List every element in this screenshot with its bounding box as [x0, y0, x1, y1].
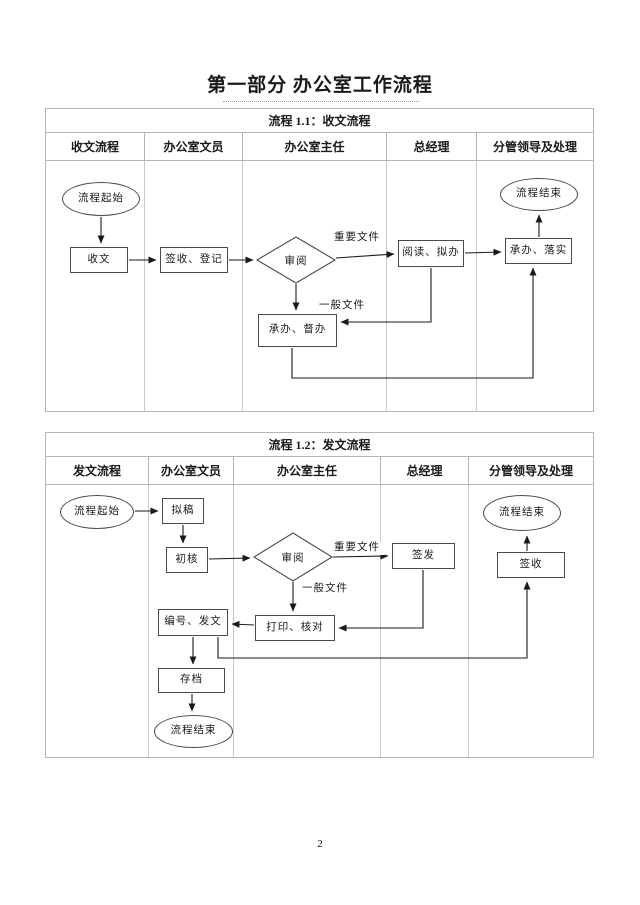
- lane-header-gm-2: 总经理: [381, 457, 469, 484]
- lane-1-col-1: [46, 161, 145, 411]
- lane-header-leader-2: 分管领导及处理: [488, 464, 573, 478]
- chart2-node-sign-receive: 签收: [497, 552, 565, 578]
- flowchart-1-lane-header: 收文流程 办公室文员 办公室主任 总经理 分管领导及处理: [46, 133, 593, 161]
- title-underline: [223, 101, 419, 102]
- lane-header-leader: 分管领导及处理: [492, 140, 577, 154]
- chart1-node-sign-register: 签收、登记: [160, 247, 228, 273]
- flowchart-2-lane-header: 发文流程 办公室文员 办公室主任 总经理 分管领导及处理: [46, 457, 593, 485]
- chart1-node-read-propose: 阅读、拟办: [398, 240, 464, 267]
- chart1-edge-label-general: 一般文件: [314, 300, 370, 313]
- lane-header-shouwen: 收文流程: [46, 133, 145, 160]
- chart2-node-archive: 存档: [158, 668, 225, 693]
- chart1-node-review-decision: 审阅: [284, 255, 308, 267]
- chart2-node-number-dispatch: 编号、发文: [158, 609, 228, 636]
- chart2-node-initial-check: 初核: [166, 547, 208, 573]
- chart2-node-issue: 签发: [392, 543, 455, 569]
- flowchart-2-title: 流程 1.2：发文流程: [46, 433, 593, 457]
- chart1-node-receive: 收文: [70, 247, 128, 273]
- lane-1-col-2: [145, 161, 243, 411]
- lane-header-gm: 总经理: [387, 133, 477, 160]
- page-title: 第一部分 办公室工作流程: [207, 75, 433, 96]
- chart2-node-print-proof: 打印、核对: [255, 615, 335, 641]
- lane-2-col-1: [46, 485, 149, 757]
- chart2-node-draft: 拟稿: [162, 498, 204, 524]
- lane-header-clerk-2: 办公室文员: [149, 457, 234, 484]
- lane-header-director-2: 办公室主任: [234, 457, 381, 484]
- flowchart-1-title: 流程 1.1：收文流程: [46, 109, 593, 133]
- lane-header-director: 办公室主任: [243, 133, 387, 160]
- chart2-node-end: 流程结束: [154, 715, 233, 748]
- chart2-node-end2: 流程结束: [483, 495, 561, 531]
- chart1-edge-label-important: 重要文件: [329, 232, 385, 245]
- chart1-node-handle-implement: 承办、落实: [505, 238, 572, 264]
- page-number: 2: [317, 838, 323, 850]
- chart2-edge-label-general: 一般文件: [297, 583, 353, 596]
- lane-1-col-3: [243, 161, 387, 411]
- lane-header-clerk: 办公室文员: [145, 133, 243, 160]
- chart1-node-start: 流程起始: [62, 182, 140, 216]
- chart2-edge-label-important: 重要文件: [329, 542, 385, 555]
- chart2-node-start: 流程起始: [60, 495, 134, 529]
- lane-1-col-4: [387, 161, 477, 411]
- chart2-node-review-decision: 审阅: [281, 552, 305, 564]
- lane-2-col-4: [381, 485, 469, 757]
- lane-header-fawen: 发文流程: [46, 457, 149, 484]
- chart1-node-handle-supervise: 承办、督办: [258, 314, 337, 347]
- chart1-node-end: 流程结束: [500, 178, 578, 211]
